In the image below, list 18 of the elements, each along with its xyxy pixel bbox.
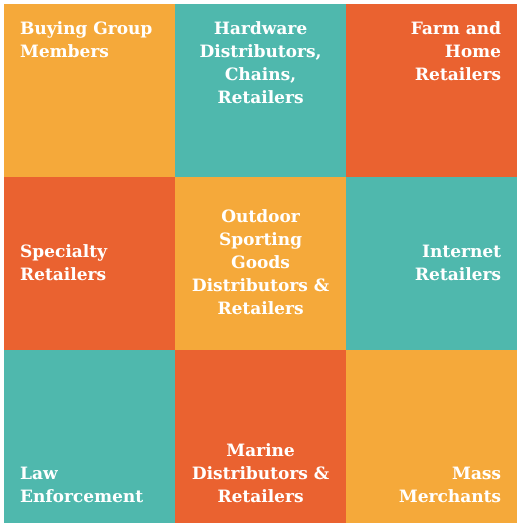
piece-label: Law Enforcement [20,463,144,509]
puzzle-piece [4,177,175,350]
piece-label: Hardware Distributors, Chains, Retailers [198,18,322,110]
puzzle-piece [346,350,517,523]
piece-label: Specialty Retailers [20,240,108,286]
piece-label: Farm and Home Retailers [410,18,501,87]
piece-label: Marine Distributors & Retailers [191,440,330,509]
puzzle-piece [4,350,175,523]
piece-label: Internet Retailers [414,240,501,286]
puzzle-piece [346,177,517,350]
piece-label: Outdoor Sporting Goods Distributors & Retailers [191,206,330,321]
puzzle-piece [175,350,346,523]
piece-label: Buying Group Members [20,18,154,64]
puzzle-piece [175,4,346,177]
piece-label: Mass Merchants [398,463,501,509]
puzzle-piece [4,4,175,177]
puzzle-piece [175,177,346,350]
puzzle-piece [346,4,517,177]
